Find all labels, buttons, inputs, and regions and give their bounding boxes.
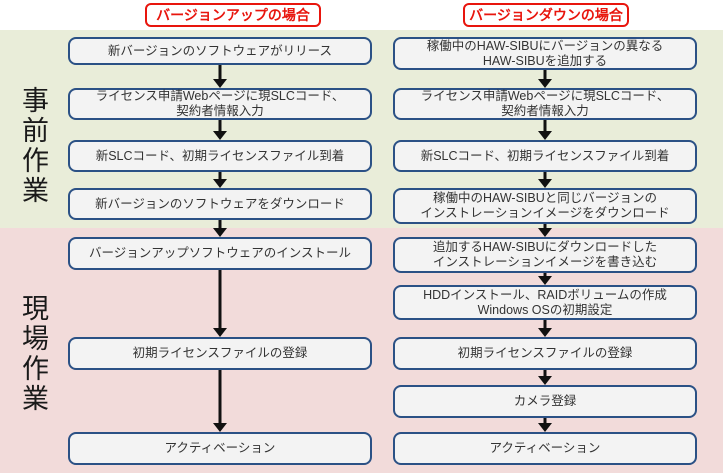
arrow-down-icon (213, 270, 227, 337)
step-up-install: バージョンアップソフトウェアのインストール (68, 237, 372, 270)
arrow-down-icon (538, 273, 552, 285)
arrow-down-icon (538, 70, 552, 88)
step-up-activation: アクティベーション (68, 432, 372, 465)
step-down-download-image: 稼働中のHAW-SIBUと同じバージョンの インストレーションイメージをダウンロ… (393, 188, 697, 224)
step-down-camera-register: カメラ登録 (393, 385, 697, 418)
arrow-down-icon (538, 120, 552, 140)
arrow-down-icon (213, 120, 227, 140)
arrow-down-icon (538, 172, 552, 188)
step-down-license-register: 初期ライセンスファイルの登録 (393, 337, 697, 370)
arrow-down-icon (213, 370, 227, 432)
phase-label-field-work: 現場作業 (18, 294, 48, 414)
arrow-down-icon (538, 370, 552, 385)
header-version-up: バージョンアップの場合 (145, 3, 321, 27)
arrow-down-icon (213, 220, 227, 237)
step-up-license-register: 初期ライセンスファイルの登録 (68, 337, 372, 370)
step-down-add-unit: 稼働中のHAW-SIBUにバージョンの異なる HAW-SIBUを追加する (393, 37, 697, 70)
step-down-hdd-raid-os: HDDインストール、RAIDボリュームの作成 Windows OSの初期設定 (393, 285, 697, 320)
arrow-down-icon (213, 65, 227, 88)
phase-label-pre-work: 事前作業 (18, 86, 48, 206)
step-down-write-image: 追加するHAW-SIBUにダウンロードした インストレーションイメージを書き込む (393, 237, 697, 273)
step-up-release: 新バージョンのソフトウェアがリリース (68, 37, 372, 65)
step-down-license-web: ライセンス申請Webページに現SLCコード、 契約者情報入力 (393, 88, 697, 120)
header-version-down: バージョンダウンの場合 (463, 3, 629, 27)
arrow-down-icon (213, 172, 227, 188)
step-up-slc-arrival: 新SLCコード、初期ライセンスファイル到着 (68, 140, 372, 172)
arrow-down-icon (538, 320, 552, 337)
step-up-license-web: ライセンス申請Webページに現SLCコード、 契約者情報入力 (68, 88, 372, 120)
arrow-down-icon (538, 224, 552, 237)
step-down-slc-arrival: 新SLCコード、初期ライセンスファイル到着 (393, 140, 697, 172)
arrow-down-icon (538, 418, 552, 432)
step-up-download: 新バージョンのソフトウェアをダウンロード (68, 188, 372, 220)
step-down-activation: アクティベーション (393, 432, 697, 465)
